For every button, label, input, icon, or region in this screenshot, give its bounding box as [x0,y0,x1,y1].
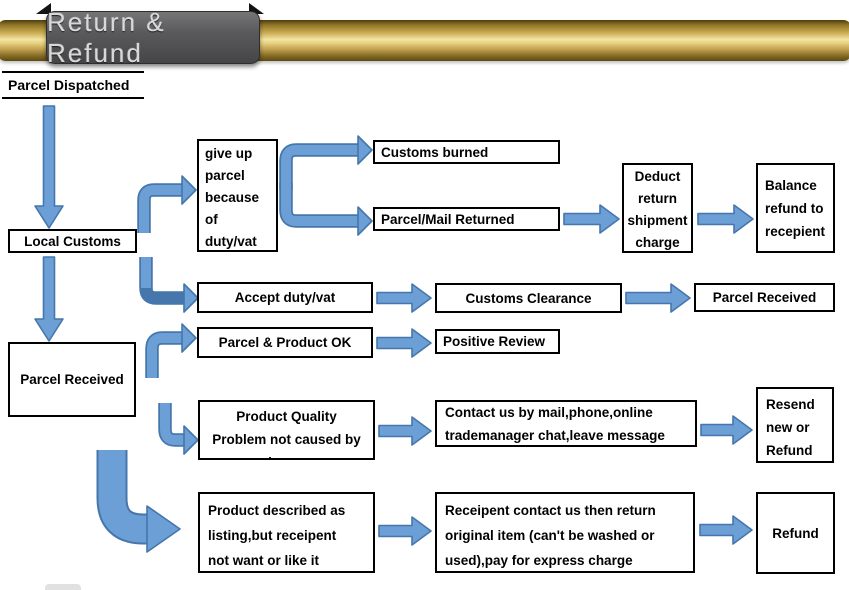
ribbon-fold-left [36,3,51,14]
arrow-dispatched-to-customs [34,105,64,229]
node-receipent-return: Receipent contact us then return origina… [435,492,695,573]
node-parcel-mail-returned: Parcel/Mail Returned [373,207,560,231]
arrow-ok-to-review [376,328,432,358]
node-parcel-received-end: Parcel Received [694,283,835,312]
arrow-returned-to-deduct [563,204,620,234]
arrow-received-to-described [96,450,181,553]
arrow-accept-to-clearance [376,283,432,313]
arrow-receipent-to-refund [699,515,753,545]
node-customs-burned: Customs burned [373,140,560,164]
node-customs-clearance: Customs Clearance [435,283,622,313]
node-give-up-parcel: give up parcel because of duty/vat [197,139,278,252]
node-contact-us: Contact us by mail,phone,online trademan… [435,400,697,447]
node-refund: Refund [756,492,835,574]
node-parcel-received: Parcel Received [8,342,136,417]
node-positive-review: Positive Review [435,329,560,354]
node-balance-refund: Balance refund to recepient [756,163,835,253]
page-edge-artifact [45,584,81,590]
arrow-giveup-to-burned [279,135,373,190]
arrow-giveup-to-returned [279,183,373,236]
node-accept-duty-vat: Accept duty/vat [197,282,373,313]
arrow-customs-to-giveup [137,175,197,233]
arrow-customs-to-parcel-received [34,256,64,342]
arrow-deduct-to-balance [697,204,754,234]
node-resend-or-refund: Resend new or Refund [756,387,834,463]
arrow-customs-to-accept [139,257,199,313]
node-local-customs: Local Customs [8,229,137,253]
arrow-clearance-to-received [625,283,691,313]
start-label-parcel-dispatched: Parcel Dispatched [2,71,144,99]
node-deduct-return-charge: Deduct return shipment charge [622,163,693,253]
node-product-described: Product described as listing,but receipe… [198,492,375,573]
arrow-received-to-ok [145,323,197,378]
arrow-received-to-quality [158,403,199,455]
node-parcel-product-ok: Parcel & Product OK [197,327,373,358]
arrow-described-to-receipent [378,516,432,546]
arrow-contact-to-resend [700,415,753,445]
ribbon-fold-right [249,3,264,14]
arrow-quality-to-contact [378,416,432,446]
header-tab: Return & Refund [46,7,260,68]
page-title: Return & Refund [47,6,166,68]
node-product-quality: Product Quality Problem not caused by bu… [198,400,375,460]
